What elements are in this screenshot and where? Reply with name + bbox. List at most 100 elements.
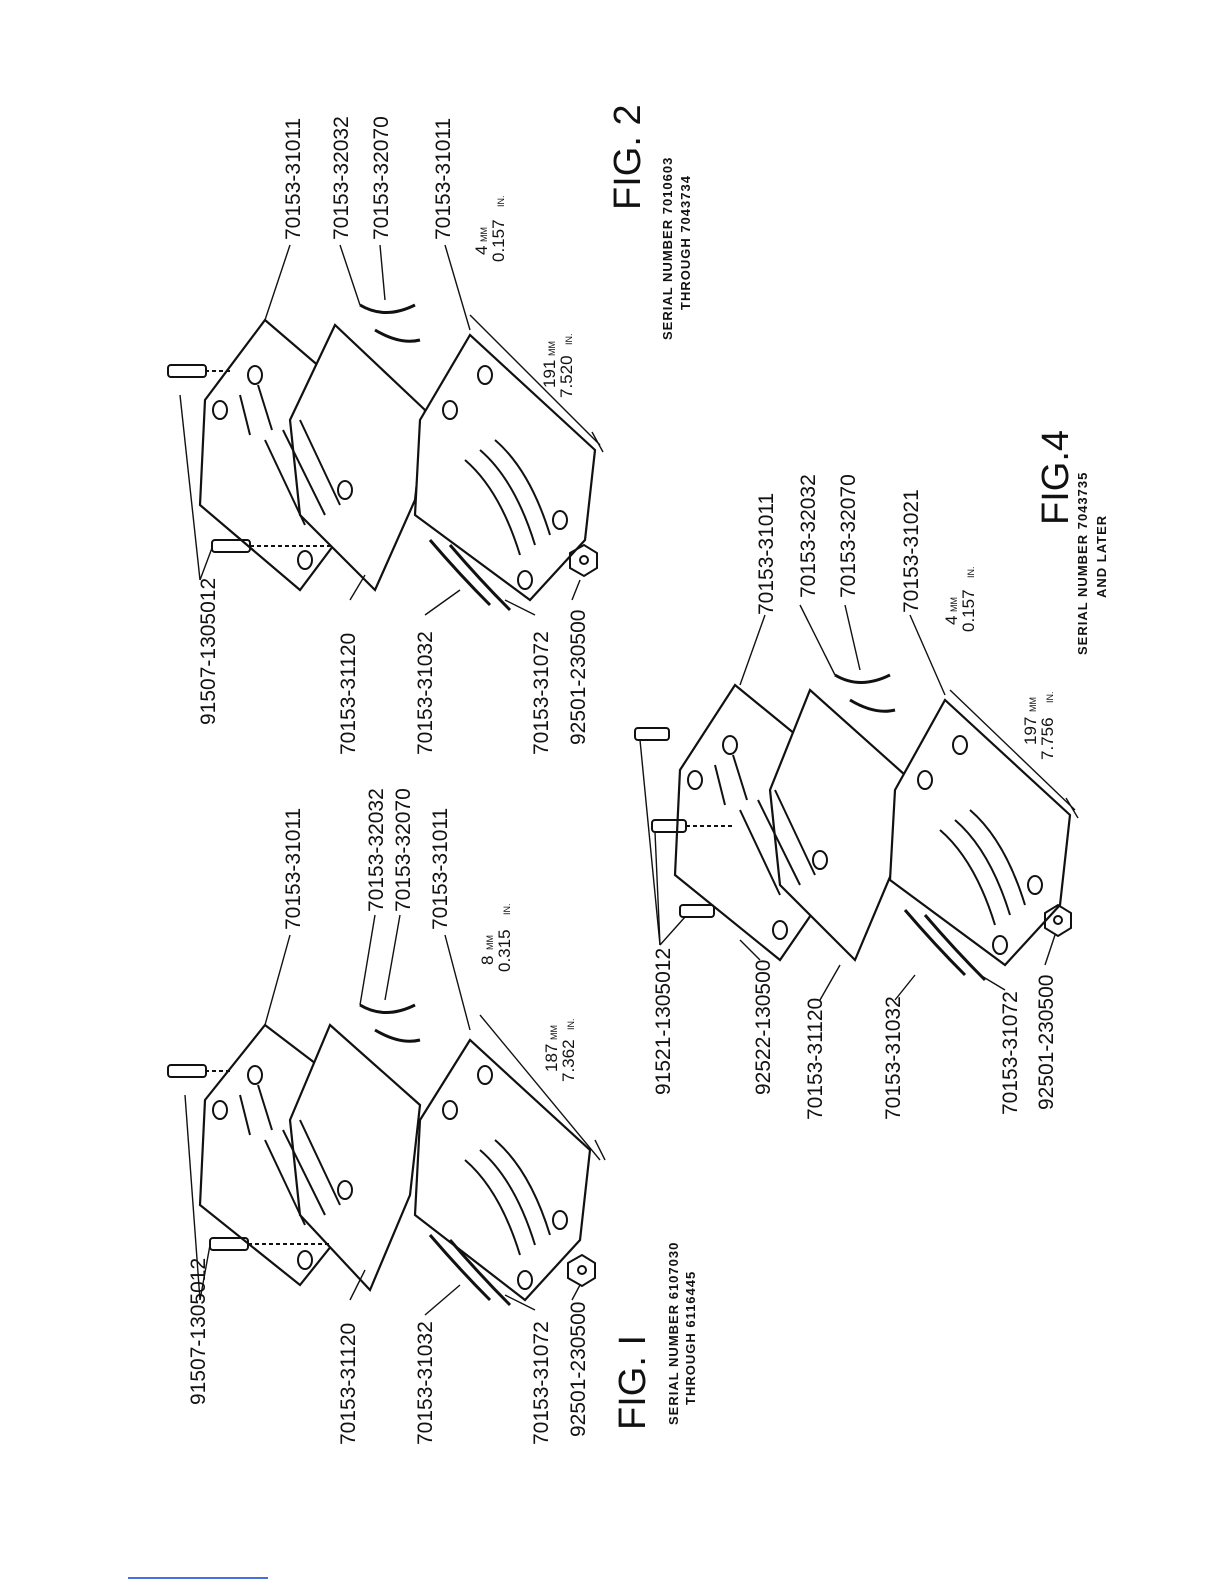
fig4-screw-b	[651, 819, 735, 833]
fig2-part-top-plate: 70153-31011	[282, 118, 305, 240]
fig1-reed-petal-c	[428, 1234, 492, 1302]
fig4-group: 91521-1305012 92522-130500 70153-31120 7…	[634, 430, 1109, 1120]
svg-text:4: 4	[472, 246, 491, 255]
svg-text:IN.: IN.	[566, 1018, 576, 1030]
fig2-part-reed-b: 70153-31072	[530, 631, 553, 755]
fig1-group: 91507-1305012 70153-31120 70153-31032 70…	[167, 788, 698, 1445]
fig2-reed-valve-assembly	[167, 303, 604, 612]
fig1-part-reed-b: 70153-31072	[530, 1321, 553, 1445]
fig1-reed-petal-b	[374, 1028, 421, 1043]
fig4-nut	[1044, 903, 1072, 938]
fig1-nut	[567, 1253, 596, 1288]
fig4-part-screw: 91521-1305012	[652, 948, 675, 1095]
fig4-screw-a	[634, 727, 670, 741]
fig1-part-top-plate: 70153-31011	[282, 808, 305, 930]
svg-text:IN.: IN.	[502, 903, 512, 915]
svg-text:7.756: 7.756	[1038, 717, 1057, 760]
fig2-part-reed-a: 70153-31032	[414, 631, 437, 755]
fig1-part-stop-b: 70153-32070	[392, 788, 415, 912]
fig1-leaders	[184, 914, 581, 1316]
fig4-part-washer: 92522-130500	[752, 960, 775, 1095]
fig1-part-gasket: 70153-31120	[337, 1323, 360, 1445]
fig4-screw-c	[679, 904, 715, 918]
fig4-leaders	[639, 604, 1056, 1001]
fig2-leaders	[179, 244, 581, 616]
svg-text:MM: MM	[549, 1025, 559, 1040]
fig2-serial-line1: SERIAL NUMBER 7010603	[660, 157, 675, 340]
fig1-serial-line2: THROUGH 6116445	[683, 1271, 698, 1405]
fig2-part-stop-a: 70153-32032	[330, 116, 353, 240]
fig4-reed-petal-b	[849, 698, 896, 713]
svg-text:MM: MM	[479, 227, 489, 242]
svg-text:IN.: IN.	[564, 333, 574, 345]
fig4-part-gasket: 70153-31120	[804, 998, 827, 1120]
fig4-dim-small: MM 4 0.157 IN.	[942, 566, 978, 632]
fig1-dim-small: MM 8 0.315 IN.	[478, 903, 514, 972]
svg-text:0.157: 0.157	[489, 219, 508, 262]
fig4-part-top-plate: 70153-31011	[755, 493, 778, 615]
fig1-part-reed-block: 70153-31011	[429, 808, 452, 930]
fig1-reed-valve-assembly	[167, 1003, 606, 1307]
fig2-reed-petal-c	[428, 539, 492, 607]
fig2-group: 91507-1305012 70153-31120 70153-31032 70…	[167, 104, 693, 755]
fig4-part-stop-a: 70153-32032	[797, 474, 820, 598]
svg-text:MM: MM	[547, 341, 557, 356]
svg-text:197: 197	[1021, 717, 1040, 745]
svg-text:0.315: 0.315	[495, 929, 514, 972]
fig1-title: FIG. I	[612, 1335, 654, 1430]
fig2-part-gasket: 70153-31120	[337, 633, 360, 755]
svg-text:187: 187	[542, 1044, 561, 1072]
svg-text:4: 4	[942, 616, 961, 625]
fig2-serial-line2: THROUGH 7043734	[678, 175, 693, 310]
fig1-screw-bottom	[209, 1237, 330, 1251]
svg-text:MM: MM	[1028, 697, 1038, 712]
fig1-part-stop-a: 70153-32032	[365, 788, 388, 912]
fig4-reed-petal-d	[923, 914, 987, 982]
fig2-screw-bottom	[211, 539, 330, 553]
fig4-title: FIG.4	[1035, 430, 1077, 525]
svg-text:7.520: 7.520	[557, 355, 576, 398]
fig4-dim-span: MM 197 7.756 IN.	[1021, 691, 1057, 760]
fig1-screw-top	[167, 1064, 230, 1078]
fig1-part-screw: 91507-1305012	[187, 1258, 210, 1405]
fig2-dim-small: MM 4 0.157 IN.	[472, 195, 508, 262]
fig4-part-reed-block: 70153-31021	[900, 489, 923, 613]
fig1-part-reed-a: 70153-31032	[414, 1321, 437, 1445]
svg-text:7.362: 7.362	[559, 1039, 578, 1082]
fig2-nut	[569, 543, 598, 578]
fig2-title: FIG. 2	[607, 104, 649, 210]
fig4-part-nut: 92501-230500	[1035, 975, 1058, 1110]
svg-text:0.157: 0.157	[959, 589, 978, 632]
svg-text:MM: MM	[485, 935, 495, 950]
fig1-serial-line1: SERIAL NUMBER 6107030	[666, 1242, 681, 1425]
fig2-reed-petal-d	[448, 544, 512, 612]
fig2-reed-petal-b	[374, 328, 421, 343]
fig4-reed-valve-assembly	[634, 673, 1079, 982]
fig4-reed-block	[888, 698, 1072, 967]
fig1-reed-block	[413, 1038, 592, 1302]
svg-text:8: 8	[478, 956, 497, 965]
fig2-reed-petal-a	[359, 303, 416, 314]
fig1-reed-petal-d	[448, 1239, 512, 1307]
fig2-dim-span: MM 191 7.520 IN.	[540, 333, 576, 398]
fig2-part-screw: 91507-1305012	[197, 578, 220, 725]
fig4-serial-line1: SERIAL NUMBER 7043735	[1075, 472, 1090, 655]
svg-text:MM: MM	[949, 597, 959, 612]
fig1-reed-petal-a	[359, 1003, 416, 1014]
fig4-serial-line2: AND LATER	[1094, 515, 1109, 598]
fig2-part-nut: 92501-230500	[567, 610, 590, 745]
fig1-dim-span: MM 187 7.362 IN.	[542, 1018, 578, 1082]
bottom-link-underline[interactable]	[128, 1577, 268, 1579]
fig4-reed-petal-c	[903, 909, 967, 977]
fig4-part-reed-b: 70153-31072	[999, 991, 1022, 1115]
svg-text:IN.: IN.	[496, 195, 506, 207]
svg-text:191: 191	[540, 360, 559, 388]
fig4-part-stop-b: 70153-32070	[837, 474, 860, 598]
fig1-part-nut: 92501-230500	[567, 1302, 590, 1437]
svg-text:IN.: IN.	[966, 566, 976, 578]
fig2-screw-top	[167, 364, 230, 378]
fig4-reed-petal-a	[834, 673, 891, 684]
svg-text:IN.: IN.	[1045, 691, 1055, 703]
fig2-part-reed-block: 70153-31011	[432, 118, 455, 240]
